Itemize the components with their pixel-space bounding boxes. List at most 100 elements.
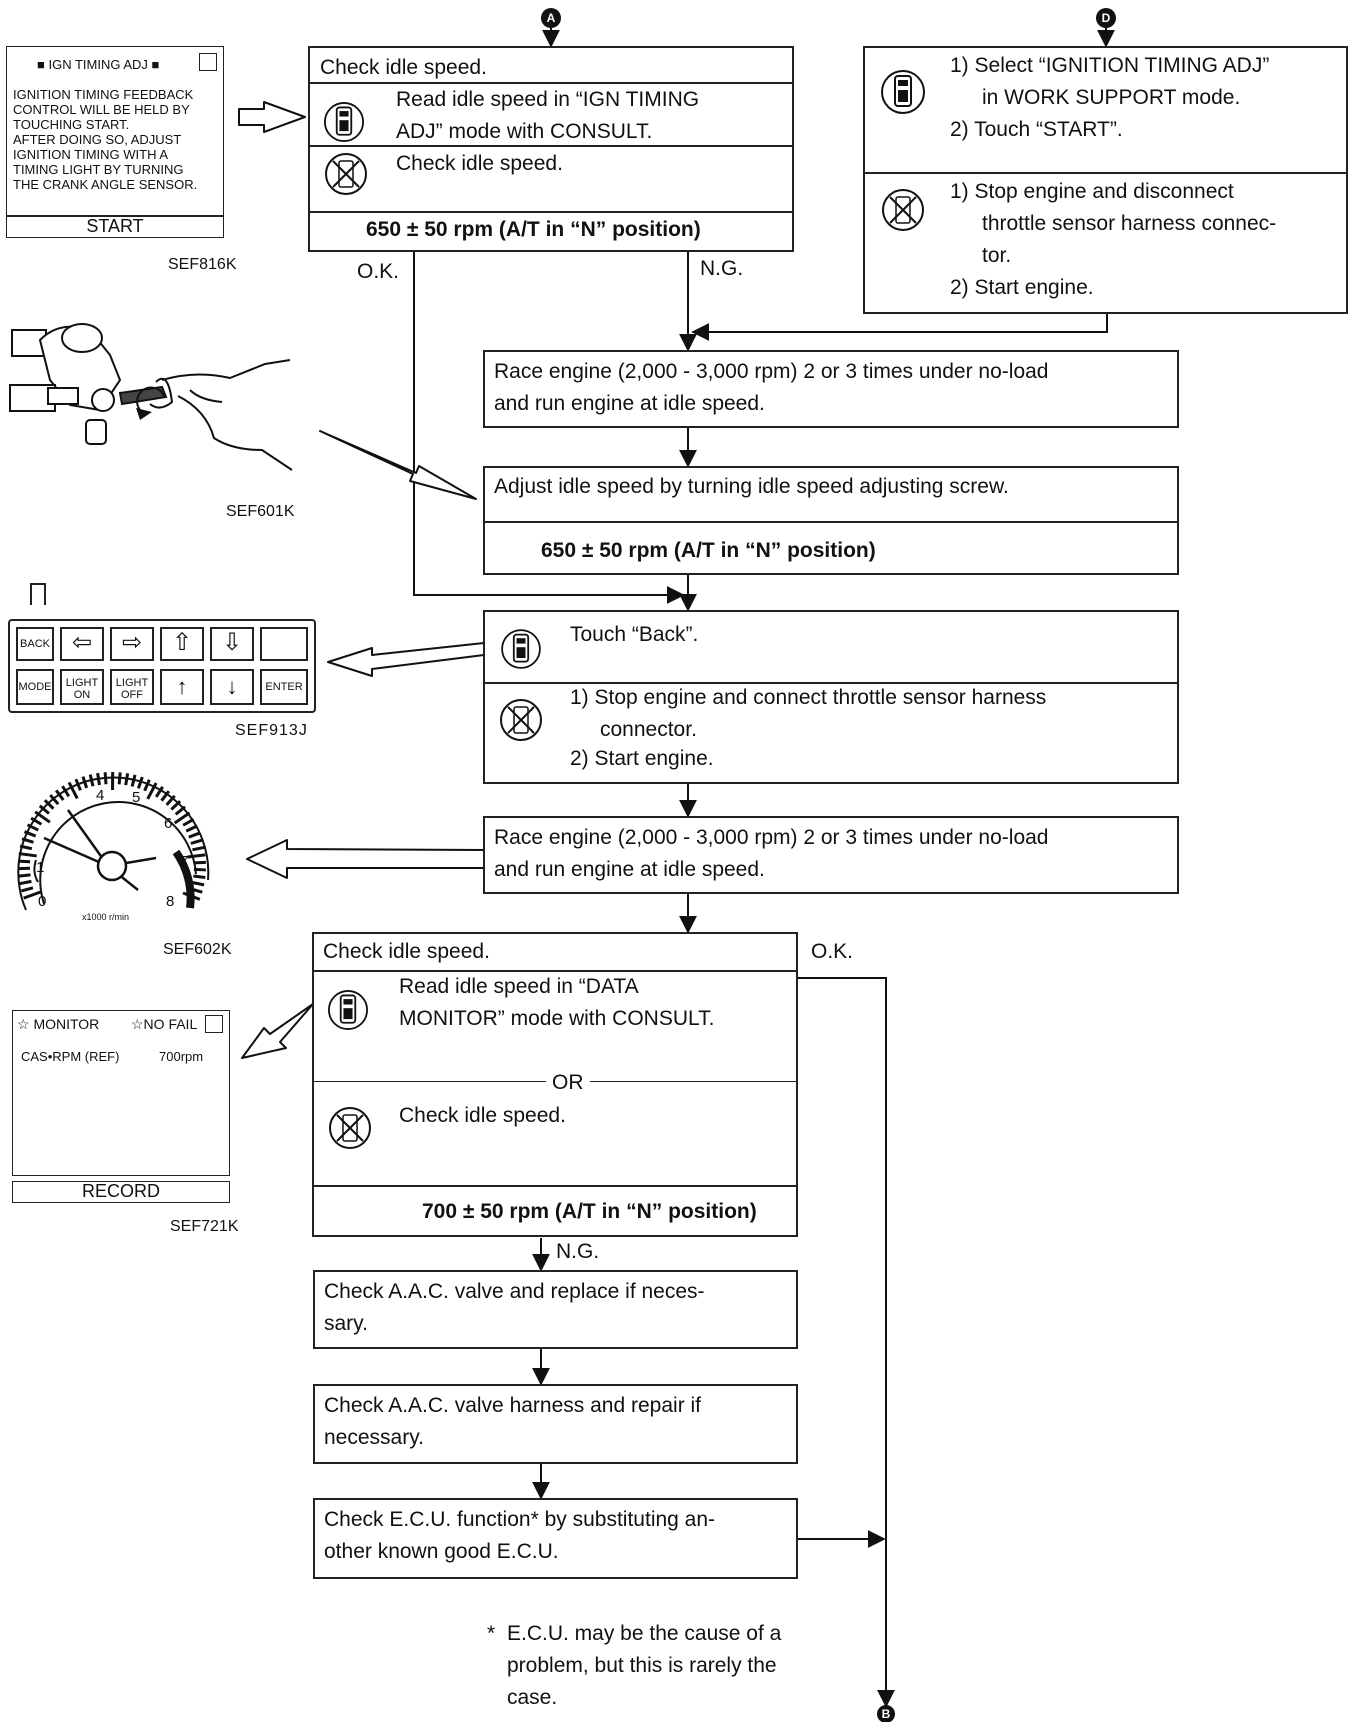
ign-header-text: IGN TIMING ADJ xyxy=(48,57,148,72)
key-mode[interactable]: MODE xyxy=(16,669,54,705)
key-left-arrow-icon[interactable]: ⇦ xyxy=(60,627,104,661)
step-race-engine-1: Race engine (2,000 - 3,000 rpm) 2 or 3 t… xyxy=(483,350,1179,428)
tach-num-4: 4 xyxy=(96,787,104,804)
stepd-noconsult-4: 2) Start engine. xyxy=(950,276,1094,299)
back-consult-text: Touch “Back”. xyxy=(570,623,699,646)
line-ok2 xyxy=(797,977,895,1708)
key-enter[interactable]: ENTER xyxy=(260,669,308,705)
key-light-on[interactable]: LIGHT ON xyxy=(60,669,104,705)
footnote-mark: * xyxy=(487,1622,496,1645)
label-ng-2: N.G. xyxy=(556,1240,600,1263)
start-button[interactable]: START xyxy=(6,216,224,238)
ign-timing-screen: ■ IGN TIMING ADJ ■ IGNITION TIMING FEEDB… xyxy=(6,46,224,216)
step1-no-consult-text: Check idle speed. xyxy=(396,152,563,175)
key-up-arrow-icon[interactable]: ⇧ xyxy=(160,627,204,661)
check2-no-consult-text: Check idle speed. xyxy=(399,1104,566,1127)
ecu-line2: other known good E.C.U. xyxy=(324,1540,559,1563)
ign-line6: TIMING LIGHT BY TURNING xyxy=(13,162,184,177)
checkbox-icon xyxy=(205,1015,223,1033)
adjust-text: Adjust idle speed by turning idle speed … xyxy=(494,475,1009,498)
monitor-header-right: ☆NO FAIL xyxy=(131,1016,198,1032)
check2-consult-line1: Read idle speed in “DATA xyxy=(399,975,639,998)
screwdriver xyxy=(118,385,168,406)
hollow-arrow-2 xyxy=(319,430,477,500)
monitor-header-left: ☆ MONITOR xyxy=(17,1016,100,1032)
code-sef816k: SEF816K xyxy=(168,256,237,273)
footnote-line2: problem, but this is rarely the xyxy=(507,1654,777,1677)
code-sef913j: SEF913J xyxy=(235,722,308,739)
stepd-noconsult-1: 1) Stop engine and disconnect xyxy=(950,180,1234,203)
key-light-off[interactable]: LIGHT OFF xyxy=(110,669,154,705)
monitor-row-value: 700rpm xyxy=(159,1049,204,1064)
step-check-ecu: Check E.C.U. function* by substituting a… xyxy=(313,1498,798,1579)
step-d-work-support: 1) Select “IGNITION TIMING ADJ” in WORK … xyxy=(863,46,1348,314)
tachometer: 0 1 4 5 6 7 8 x1000 r/min xyxy=(17,771,210,920)
ecu-line1: Check E.C.U. function* by substituting a… xyxy=(324,1508,716,1531)
footnote-line1: E.C.U. may be the cause of a xyxy=(507,1622,782,1645)
data-monitor-screen: ☆ MONITOR ☆NO FAIL CAS•RPM (REF) 700rpm xyxy=(12,1010,230,1176)
step-check-aac-harness: Check A.A.C. valve harness and repair if… xyxy=(313,1384,798,1464)
hollow-arrow-4 xyxy=(246,839,485,879)
step1-title: Check idle speed. xyxy=(320,56,487,79)
record-button[interactable]: RECORD xyxy=(12,1181,230,1203)
tach-outer-arc xyxy=(17,776,210,911)
step-touch-back: Touch “Back”. 1) Stop engine and connect… xyxy=(483,610,1179,784)
connector-a-circle xyxy=(541,8,561,28)
code-sef602k: SEF602K xyxy=(163,941,232,958)
checkbox-icon xyxy=(199,53,217,71)
race1-line1: Race engine (2,000 - 3,000 rpm) 2 or 3 t… xyxy=(494,360,1049,383)
consult-icon xyxy=(324,92,364,152)
race2-line2: and run engine at idle speed. xyxy=(494,858,765,881)
check2-spec: 700 ± 50 rpm (A/T in “N” position) xyxy=(422,1200,757,1223)
tach-num-6: 6 xyxy=(164,815,172,832)
key-right-arrow-icon[interactable]: ⇨ xyxy=(110,627,154,661)
ign-line2: CONTROL WILL BE HELD BY xyxy=(13,102,190,117)
connector-b-circle xyxy=(877,1705,895,1722)
adjust-spec: 650 ± 50 rpm (A/T in “N” position) xyxy=(541,539,876,562)
stepd-noconsult-2: throttle sensor harness connec- xyxy=(982,212,1277,235)
step1-consult-line1: Read idle speed in “IGN TIMING xyxy=(396,88,700,111)
no-consult-icon xyxy=(499,698,543,742)
aac-valve-line2: sary. xyxy=(324,1312,368,1335)
connector-d-circle xyxy=(1096,8,1116,28)
connector-d-letter: D xyxy=(1102,11,1111,25)
key-back[interactable]: BACK xyxy=(16,627,54,661)
ign-line1: IGNITION TIMING FEEDBACK xyxy=(13,87,194,102)
footnote-line3: case. xyxy=(507,1686,558,1709)
code-sef721k: SEF721K xyxy=(170,1218,239,1235)
back-noconsult-2: connector. xyxy=(600,718,697,741)
key-down-icon[interactable]: ↓ xyxy=(210,669,254,705)
no-consult-icon xyxy=(324,152,368,196)
check2-title: Check idle speed. xyxy=(323,940,490,963)
step1-spec: 650 ± 50 rpm (A/T in “N” position) xyxy=(366,218,701,241)
key-blank[interactable] xyxy=(260,627,308,661)
back-noconsult-3: 2) Start engine. xyxy=(570,747,714,770)
idle-screw-illustration xyxy=(9,323,293,471)
ign-line3: TOUCHING START. xyxy=(13,117,130,132)
tach-num-1: 1 xyxy=(36,859,44,876)
ign-line5: IGNITION TIMING WITH A xyxy=(13,147,169,162)
tach-num-0: 0 xyxy=(38,893,46,910)
stepd-consult-3: 2) Touch “START”. xyxy=(950,118,1123,141)
key-down-arrow-icon[interactable]: ⇩ xyxy=(210,627,254,661)
consult-icon xyxy=(328,980,368,1040)
stepd-consult-1: 1) Select “IGNITION TIMING ADJ” xyxy=(950,54,1270,77)
ign-header: ■ IGN TIMING ADJ ■ xyxy=(37,57,160,72)
finger-icon xyxy=(30,583,46,605)
label-ok-1: O.K. xyxy=(357,260,400,283)
or-label: OR xyxy=(546,1067,590,1099)
race2-line1: Race engine (2,000 - 3,000 rpm) 2 or 3 t… xyxy=(494,826,1049,849)
stepd-noconsult-3: tor. xyxy=(982,244,1012,267)
step-adjust-idle-speed: Adjust idle speed by turning idle speed … xyxy=(483,466,1179,575)
tach-unit: x1000 r/min xyxy=(82,912,129,920)
arrow-d-merge xyxy=(691,313,1108,341)
hollow-arrow-1 xyxy=(238,101,306,133)
race1-line2: and run engine at idle speed. xyxy=(494,392,765,415)
consult-icon xyxy=(881,62,925,122)
hollow-arrow-3 xyxy=(327,642,485,677)
aac-harness-line2: necessary. xyxy=(324,1426,424,1449)
step-check-idle-2: Check idle speed. Read idle speed in “DA… xyxy=(312,932,798,1237)
key-up-icon[interactable]: ↑ xyxy=(160,669,204,705)
